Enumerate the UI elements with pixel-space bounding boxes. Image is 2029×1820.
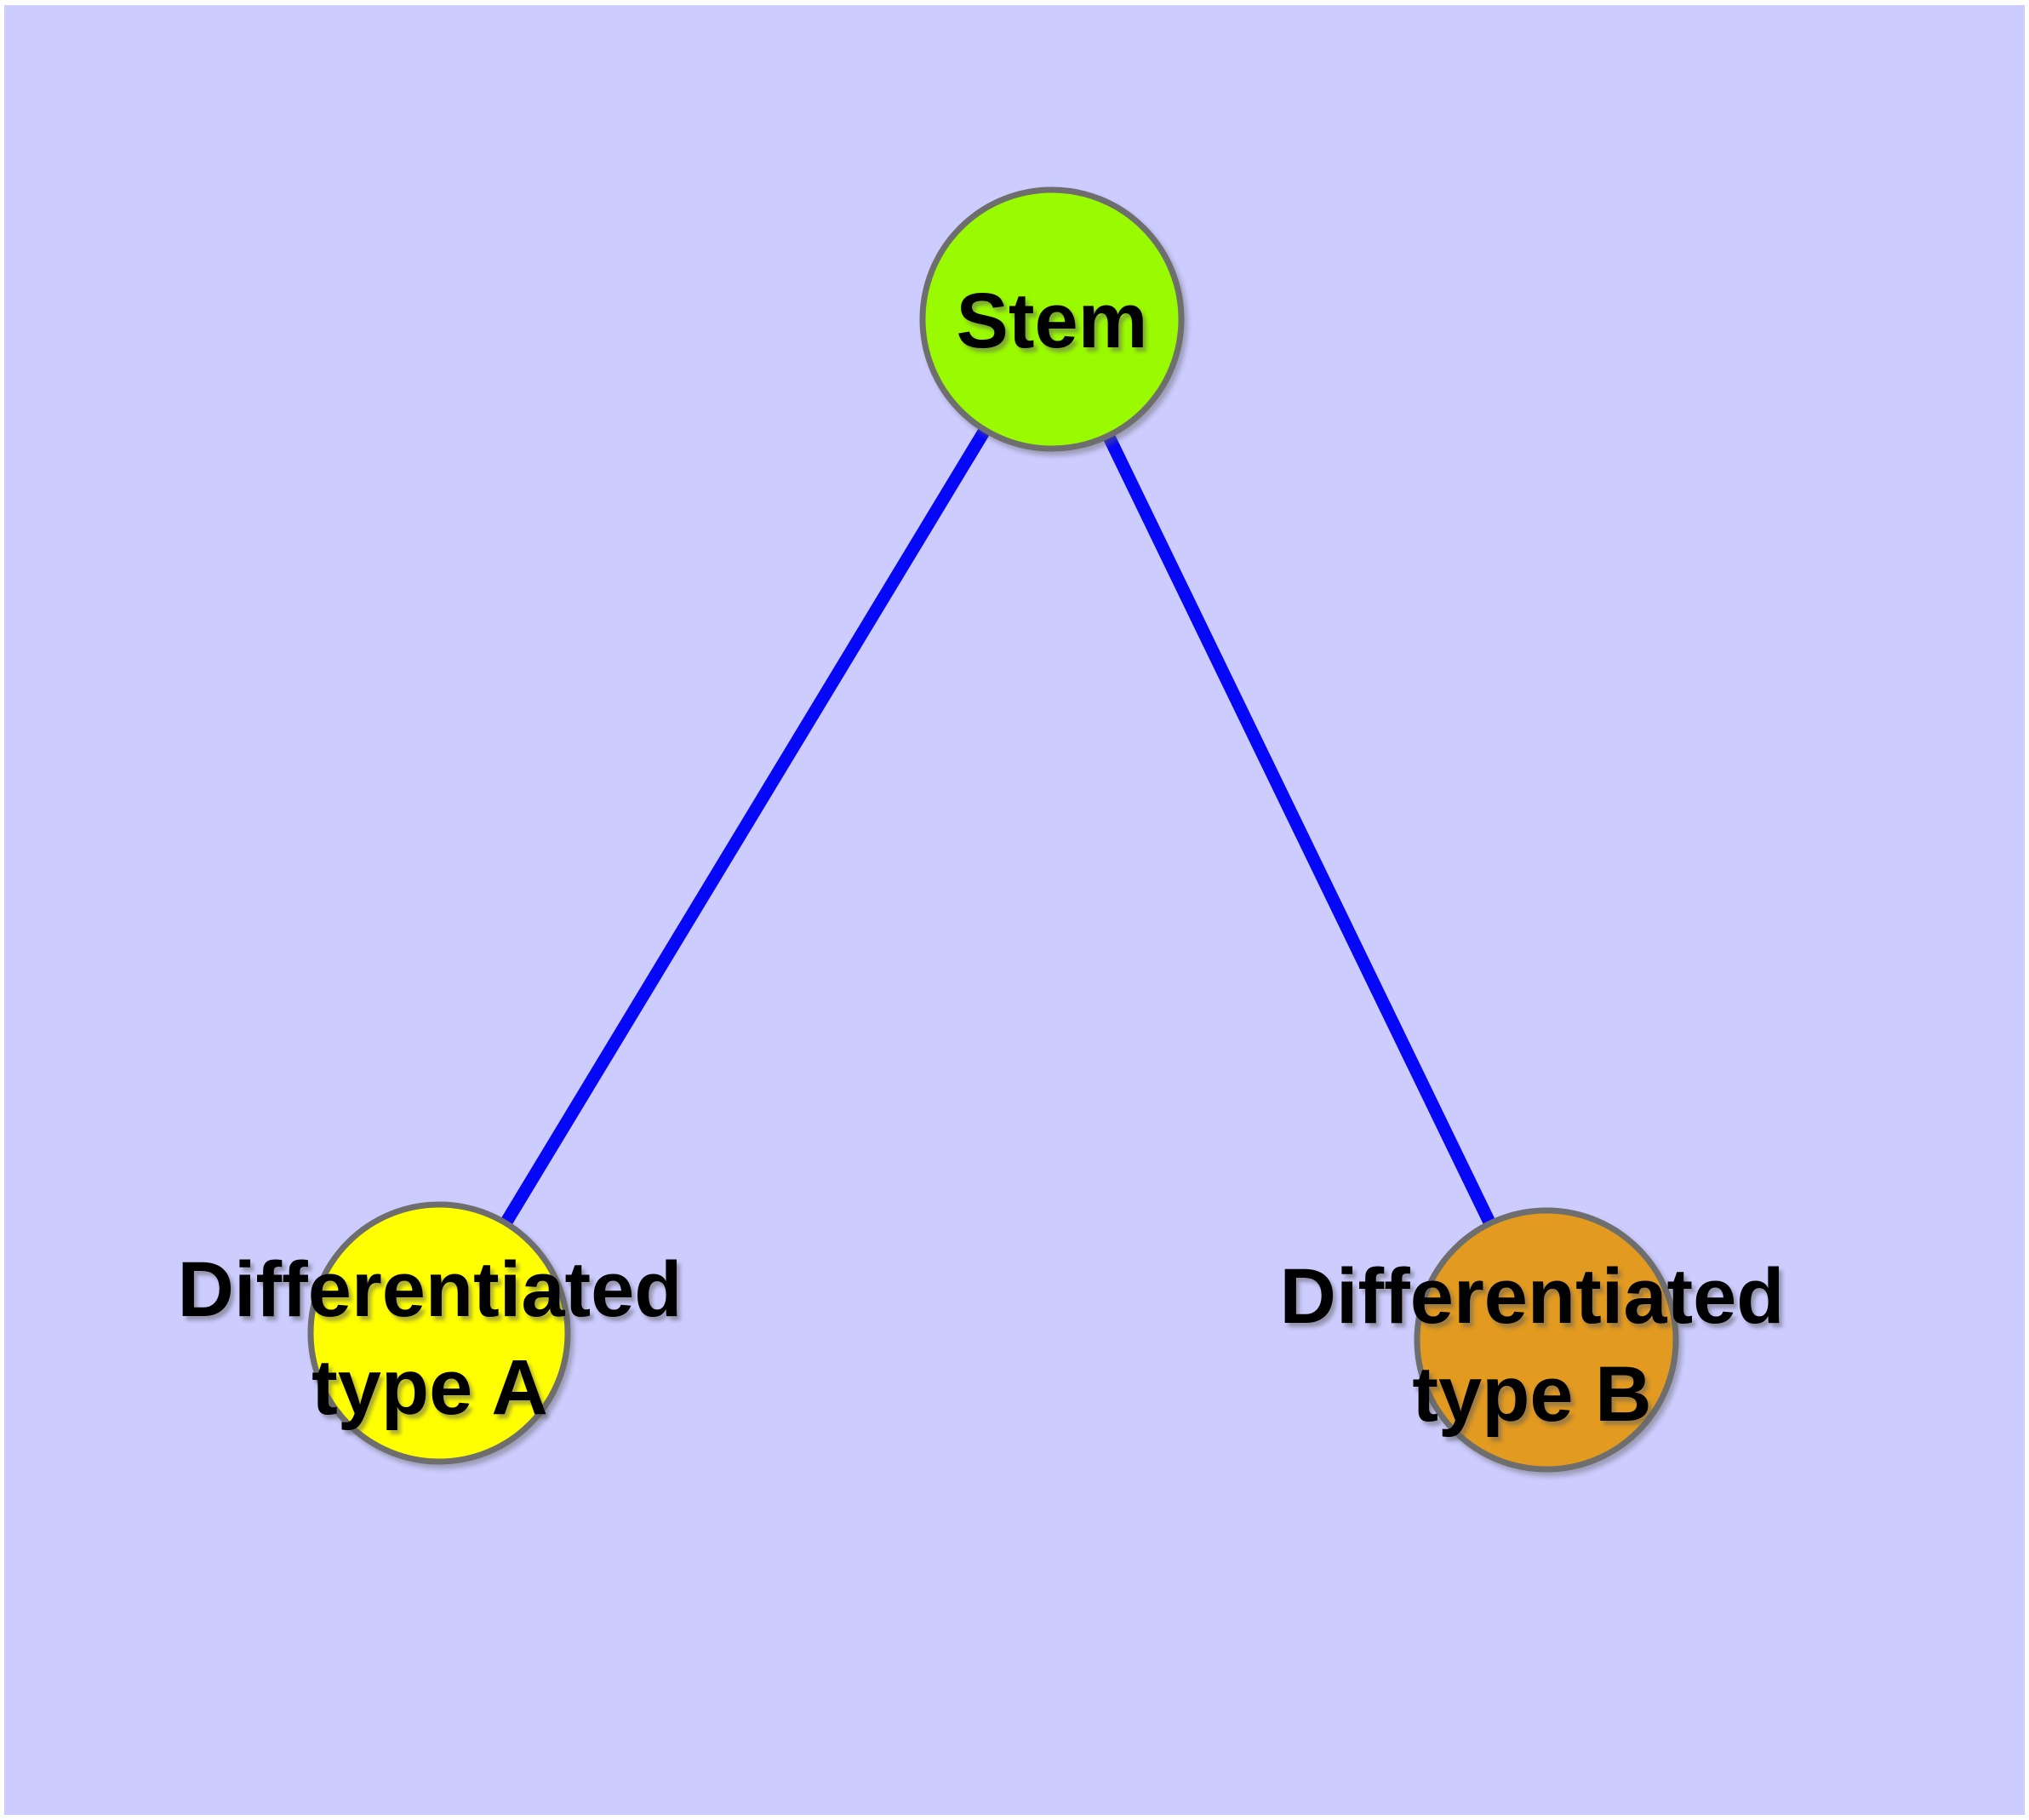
node-differentiated-type-b	[1414, 1207, 1679, 1473]
node-type-b-label-line-2: type B	[1412, 1351, 1651, 1438]
node-stem	[919, 186, 1185, 452]
node-type-a-label-line-2: type A	[311, 1344, 548, 1431]
edge-stem-to-type-a	[433, 316, 1058, 1336]
node-type-b-label-line-1: Differentiated	[1280, 1253, 1785, 1340]
node-differentiated-type-a	[307, 1201, 571, 1465]
node-type-a-label-line-1: Differentiated	[178, 1246, 683, 1333]
edge-stem-to-type-b	[1046, 316, 1552, 1343]
node-stem-label: Stem	[957, 278, 1148, 364]
